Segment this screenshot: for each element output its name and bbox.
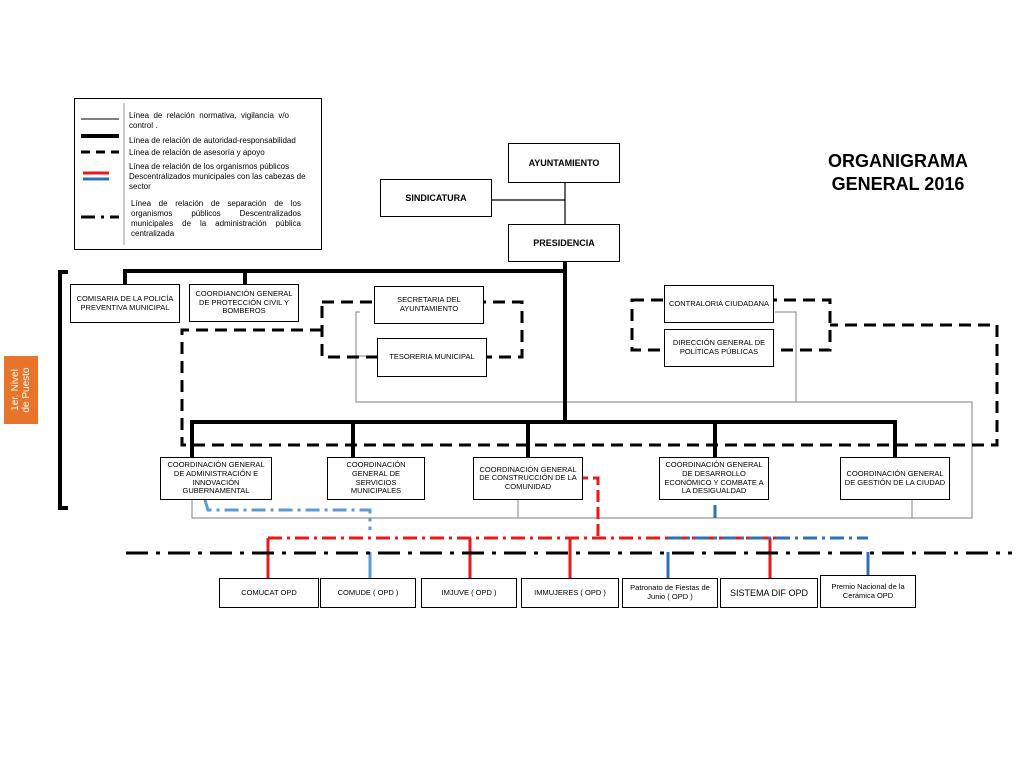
legend-dashed-label: Línea de relación de asesoría y apoyo xyxy=(129,148,265,157)
node-contraloria[interactable]: CONTRALORIA CIUDADANA xyxy=(664,285,774,323)
level-line-2: de Puesto xyxy=(21,367,32,413)
node-premio[interactable]: Premio Nacional de la Cerámica OPD xyxy=(820,575,916,608)
node-comisaria[interactable]: COMISARIA DE LA POLICÍA PREVENTIVA MUNIC… xyxy=(70,284,180,323)
node-secretaria[interactable]: SECRETARIA DEL AYUNTAMIENTO xyxy=(374,286,484,324)
node-sindicatura[interactable]: SINDICATURA xyxy=(380,179,492,217)
level-tab-label: 1er. Nivel de Puesto xyxy=(10,367,32,412)
legend-redblue-label: Línea de relación de los organismos públ… xyxy=(129,162,306,191)
node-comucat[interactable]: COMUCAT OPD xyxy=(219,578,319,608)
node-imjuve[interactable]: IMJUVE ( OPD ) xyxy=(421,578,517,608)
normative-black-lines xyxy=(492,183,566,224)
node-comude[interactable]: COMUDE ( OPD ) xyxy=(320,578,416,608)
authority-lines xyxy=(58,260,897,510)
legend-dashdot-label: Línea de relación de separación de los o… xyxy=(131,199,301,238)
node-construccion[interactable]: COORDINACIÓN GENERAL DE CONSTRUCCIÓN DE … xyxy=(473,457,583,500)
legend-thin-label: Línea de relación normativa, vigilancia … xyxy=(129,111,289,130)
title-line-2: GENERAL 2016 xyxy=(831,173,965,194)
level-tab: 1er. Nivel de Puesto xyxy=(4,356,38,424)
blue-decentralized-lines xyxy=(203,499,870,578)
node-patronato[interactable]: Patronato de Fiestas de Junio ( OPD ) xyxy=(622,578,718,608)
node-tesoreria[interactable]: TESORERIA MUNICIPAL xyxy=(377,338,487,377)
legend-thick-label: Línea de relación de autoridad-responsab… xyxy=(129,136,296,145)
node-dif[interactable]: SISTEMA DIF OPD xyxy=(720,578,818,608)
node-servicios[interactable]: COORDINACIÓN GENERAL DE SERVICIOS MUNICI… xyxy=(327,457,425,500)
node-ayuntamiento[interactable]: AYUNTAMIENTO xyxy=(508,143,620,183)
node-desarrollo[interactable]: COORDINACIÓN GENERAL DE DESARROLLO ECONÓ… xyxy=(659,457,769,500)
node-gestion[interactable]: COORDINACIÓN GENERAL DE GESTIÓN DE LA CI… xyxy=(840,457,950,500)
title-line-1: ORGANIGRAMA xyxy=(828,151,968,171)
chart-title: ORGANIGRAMA GENERAL 2016 xyxy=(818,150,978,195)
node-politicas[interactable]: DIRECCIÓN GENERAL DE POLÍTICAS PÚBLICAS xyxy=(664,329,774,367)
node-presidencia[interactable]: PRESIDENCIA xyxy=(508,224,620,262)
node-admin[interactable]: COORDINACIÓN GENERAL DE ADMINISTRACIÓN E… xyxy=(160,457,272,500)
legend: Línea de relación normativa, vigilancia … xyxy=(74,98,322,250)
node-proteccion[interactable]: COORDIANCIÓN GENERAL DE PROTECCIÓN CIVIL… xyxy=(189,284,299,322)
level-line-1: 1er. Nivel xyxy=(10,369,21,411)
legend-swatches xyxy=(81,103,125,245)
node-immujeres[interactable]: IMMUJERES ( OPD ) xyxy=(521,578,619,608)
